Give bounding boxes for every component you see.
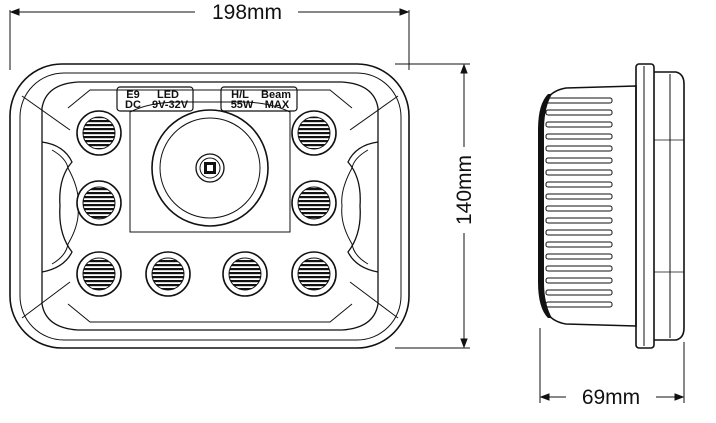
led-module: [291, 251, 337, 297]
led-module: [291, 180, 337, 226]
spec-left-line1a: E9: [126, 89, 139, 101]
led-module: [76, 110, 122, 156]
led-module: [76, 251, 122, 297]
spec-left-line1b: LED: [157, 89, 179, 101]
led-module: [76, 180, 122, 226]
spec-right-line2a: 55W: [231, 99, 254, 111]
spec-right-line2b: MAX: [265, 99, 290, 111]
led-module: [222, 251, 268, 297]
spec-label-right: H/L Beam 55W MAX: [231, 89, 292, 111]
depth-dimension: [539, 328, 685, 403]
height-label: 140mm: [453, 155, 476, 225]
heatsink-back-shade: [538, 94, 552, 318]
width-label: 198mm: [212, 1, 282, 24]
depth-label: 69mm: [582, 386, 640, 409]
led-module: [145, 251, 191, 297]
led-modules: [76, 110, 337, 297]
width-dimension: [9, 8, 410, 70]
spec-left-line2a: DC: [125, 99, 141, 111]
led-module: [291, 110, 337, 156]
spec-right-line1b: Beam: [261, 89, 291, 101]
spec-right-line1a: H/L: [231, 89, 249, 101]
height-dimension: [395, 63, 470, 349]
spec-label-left: E9 LED DC 9V-32V: [125, 89, 189, 111]
front-view: [9, 63, 410, 349]
heatsink-fins: [545, 97, 613, 308]
spec-left-line2b: 9V-32V: [152, 99, 189, 111]
